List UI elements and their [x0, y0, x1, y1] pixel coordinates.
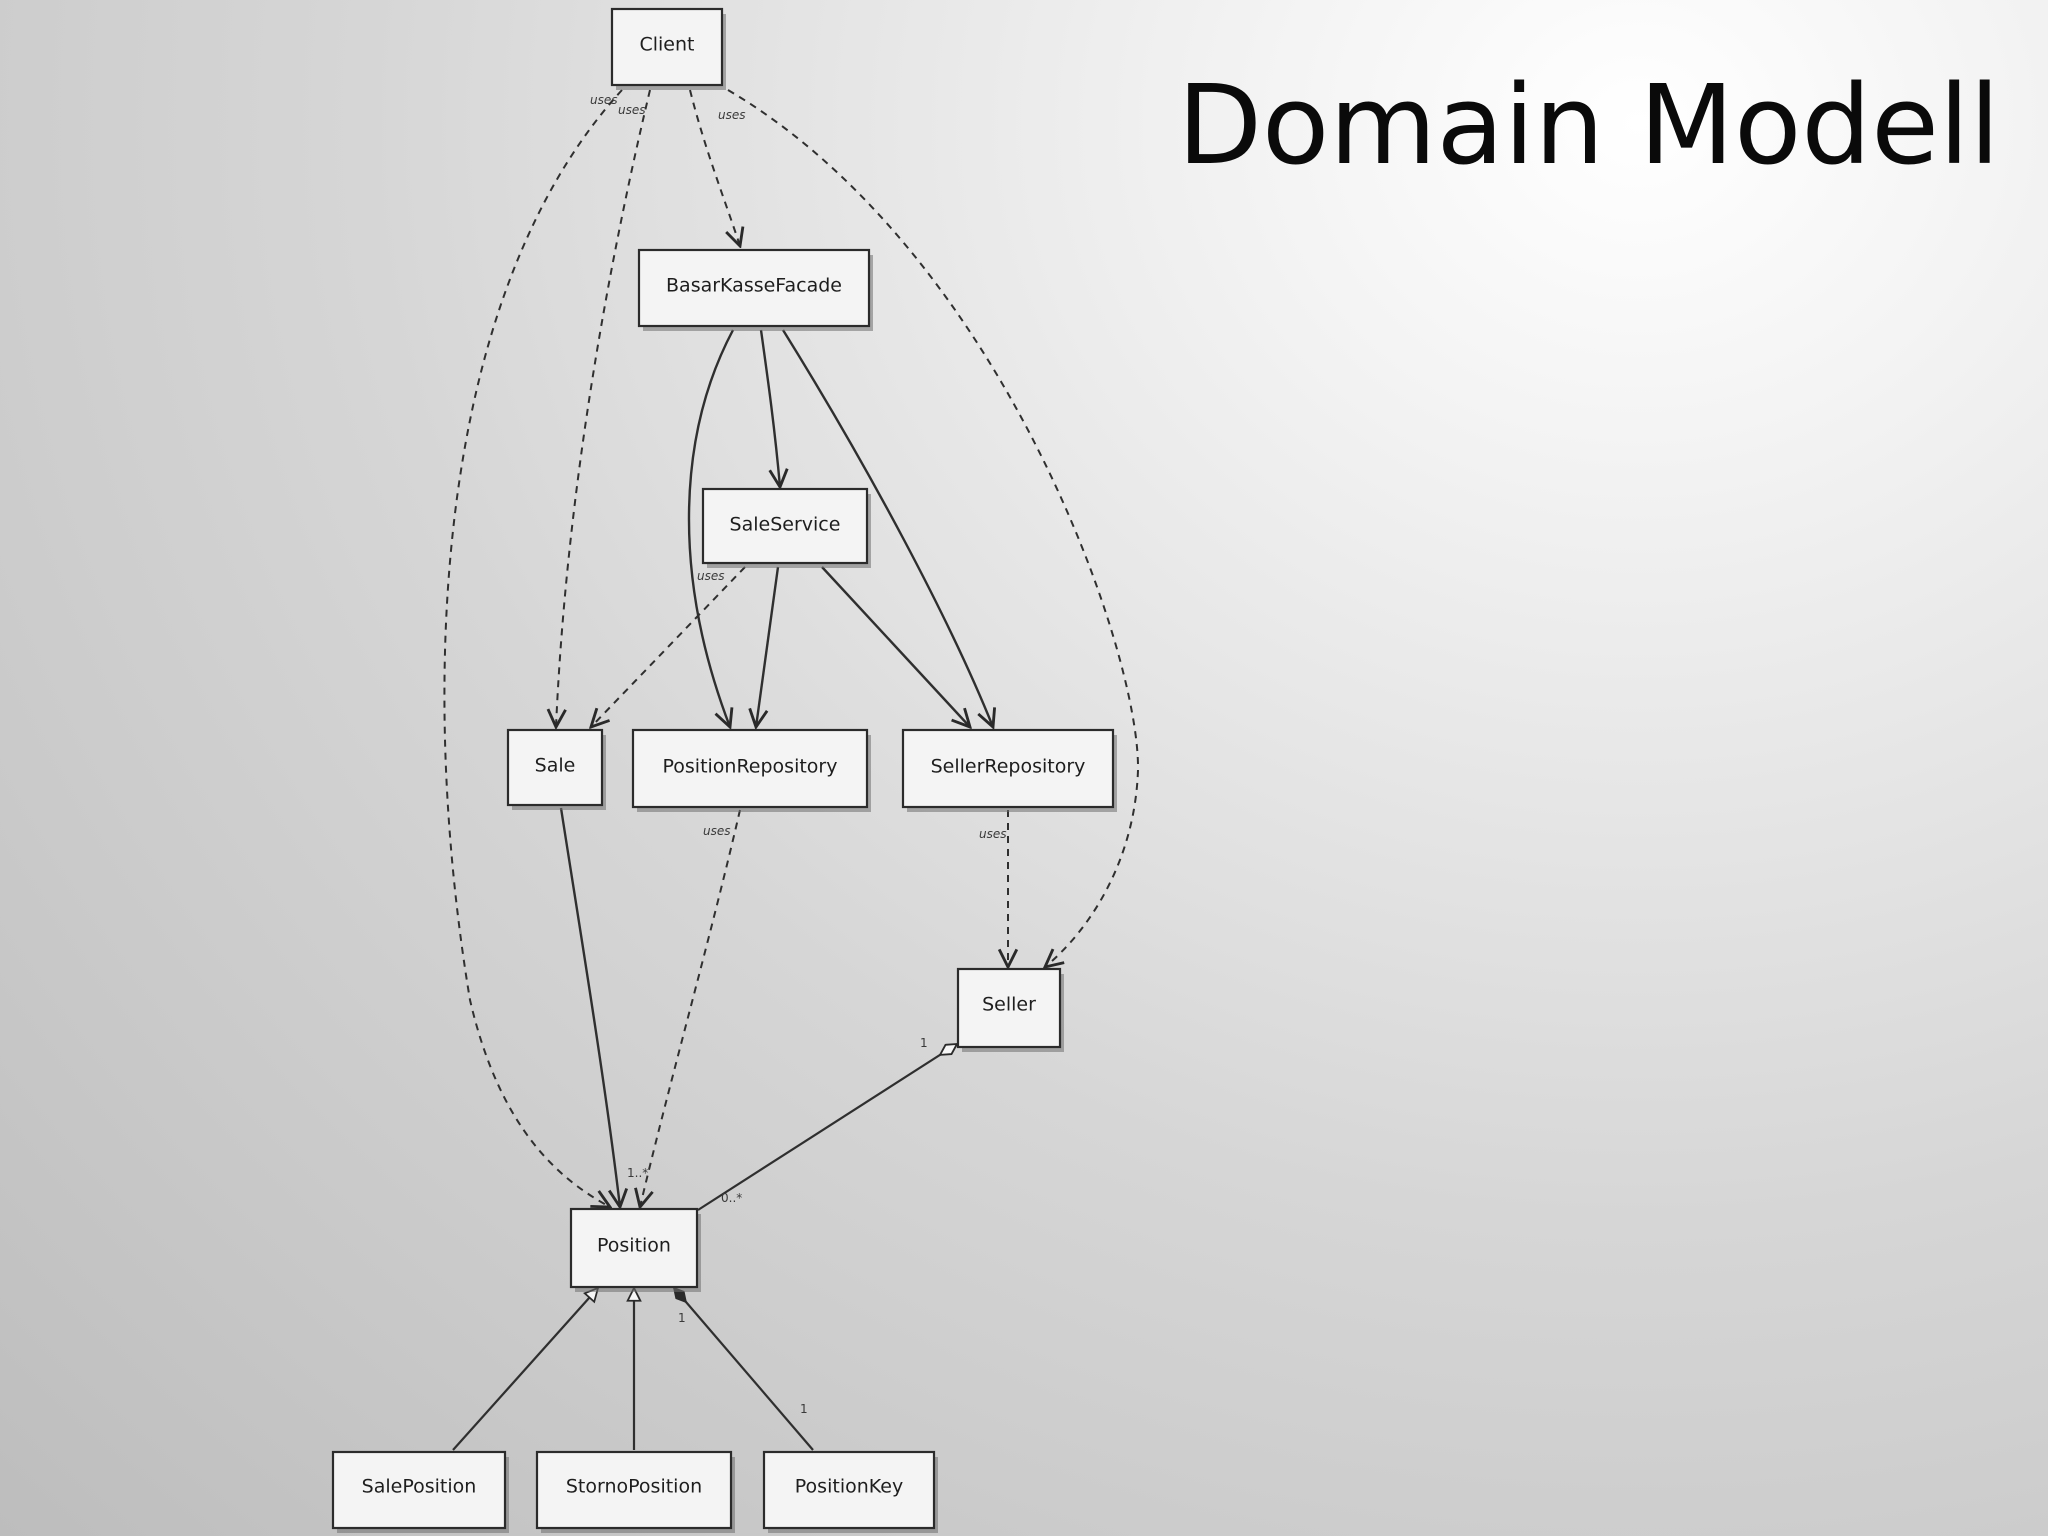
mult-seller-end: 1 — [920, 1036, 928, 1050]
label-uses-client-position: uses — [590, 93, 618, 107]
label-uses-sale-service-sale: uses — [697, 569, 725, 583]
class-seller: Seller — [956, 967, 1064, 1052]
class-sale-position: SalePosition — [331, 1450, 509, 1533]
mult-position-repo-end: 1..* — [627, 1166, 648, 1180]
class-storno-position: StornoPosition — [535, 1450, 735, 1533]
svg-text:SalePosition: SalePosition — [362, 1476, 477, 1498]
class-sale: Sale — [506, 728, 606, 810]
assoc-sale-to-position — [559, 807, 620, 1207]
dep-client-to-sale — [556, 89, 651, 727]
assoc-sale-service-to-seller-repository — [821, 566, 970, 727]
generalization-sale-position — [452, 1288, 598, 1451]
class-seller-repository: SellerRepository — [901, 728, 1117, 812]
assoc-facade-to-position-repository — [687, 329, 735, 727]
slide-title: Domain Modell — [1177, 61, 2000, 189]
edge-labels: uses uses uses uses uses uses 1 1..* 0..… — [590, 93, 1007, 1416]
dep-client-to-position — [443, 89, 623, 1207]
label-uses-client-facade: uses — [718, 108, 746, 122]
assoc-facade-to-seller-repository — [781, 329, 993, 727]
svg-text:Position: Position — [597, 1235, 671, 1257]
label-uses-position-repository: uses — [703, 824, 731, 838]
aggregation-seller-to-position — [697, 1044, 957, 1211]
composition-position-key — [674, 1288, 814, 1451]
svg-text:PositionRepository: PositionRepository — [662, 756, 837, 778]
mult-position-seller-end: 0..* — [721, 1191, 742, 1205]
class-client: Client — [610, 7, 726, 90]
label-uses-client-sale: uses — [618, 103, 646, 117]
dep-sale-service-to-sale — [591, 566, 746, 727]
class-position-repository: PositionRepository — [631, 728, 871, 812]
svg-text:SaleService: SaleService — [730, 514, 841, 536]
svg-text:SellerRepository: SellerRepository — [931, 756, 1086, 778]
class-basar-kasse-facade: BasarKasseFacade — [637, 248, 873, 331]
class-position: Position — [569, 1207, 701, 1292]
assoc-facade-to-sale-service — [759, 329, 780, 487]
class-sale-service: SaleService — [701, 487, 871, 568]
dep-position-repository-to-position — [640, 809, 741, 1207]
dep-client-to-facade — [689, 89, 740, 246]
svg-text:Sale: Sale — [535, 755, 576, 777]
svg-text:Seller: Seller — [982, 994, 1036, 1016]
mult-composition-near-position: 1 — [678, 1311, 686, 1325]
svg-text:StornoPosition: StornoPosition — [566, 1476, 702, 1498]
label-uses-seller-repository: uses — [979, 827, 1007, 841]
svg-text:PositionKey: PositionKey — [795, 1476, 903, 1498]
dep-client-to-seller — [727, 89, 1140, 967]
svg-text:Client: Client — [639, 34, 694, 56]
svg-text:BasarKasseFacade: BasarKasseFacade — [666, 275, 842, 297]
mult-composition-near-key: 1 — [800, 1402, 808, 1416]
assoc-sale-service-to-position-repository — [756, 566, 780, 727]
class-position-key: PositionKey — [762, 1450, 938, 1533]
connectors — [443, 89, 1140, 1451]
